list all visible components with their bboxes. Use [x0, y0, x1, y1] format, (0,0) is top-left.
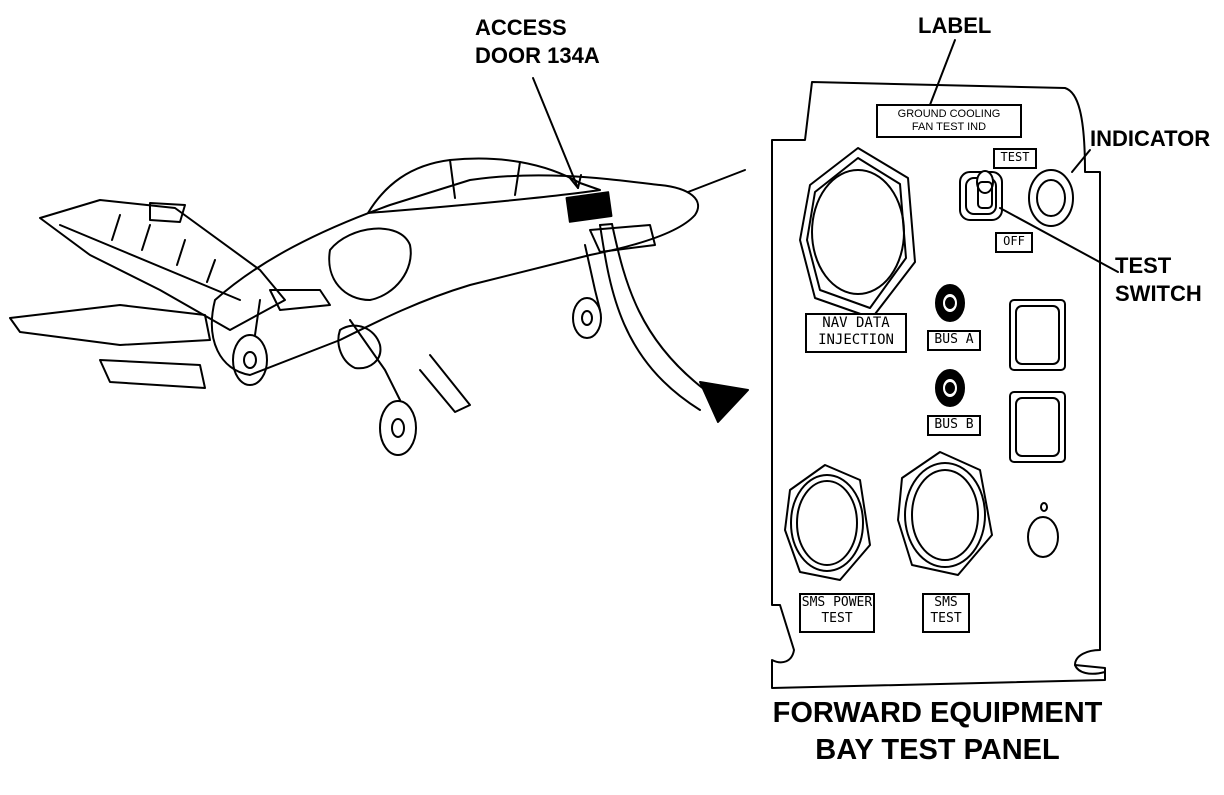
small-plug — [1027, 516, 1059, 558]
test-switch-callout: TEST SWITCH — [1115, 253, 1202, 306]
test-switch-leader-line — [999, 207, 1119, 273]
aircraft-nose-probe — [687, 169, 746, 193]
bus-b-label: BUS B — [927, 415, 981, 436]
panel-caption: FORWARD EQUIPMENT BAY TEST PANEL — [772, 697, 1103, 766]
access-door-callout: ACCESS DOOR 134A — [475, 15, 600, 68]
test-panel-outline — [771, 81, 1106, 689]
upper-square-module — [1009, 299, 1066, 371]
nav-data-connector — [799, 147, 916, 319]
bus-b-jack — [935, 369, 965, 407]
aircraft-drawing — [9, 157, 746, 456]
switch-off-position-label: OFF — [995, 232, 1033, 253]
aircraft-wing — [39, 199, 286, 331]
label-callout: LABEL — [918, 13, 992, 38]
sms-test-label: SMS TEST — [922, 593, 970, 633]
indicator-leader-line — [1071, 149, 1091, 173]
aircraft-access-door — [565, 191, 613, 223]
sms-test-connector — [897, 451, 993, 576]
aircraft-tail — [9, 304, 211, 346]
label-leader-line — [927, 39, 956, 111]
aircraft-main-gear — [349, 319, 401, 401]
sms-power-test-label: SMS POWER TEST — [799, 593, 875, 633]
access-door-leader-line — [532, 77, 579, 189]
lower-square-module — [1009, 391, 1066, 463]
aircraft-canopy — [367, 157, 601, 214]
switch-test-position-label: TEST — [993, 148, 1037, 169]
indicator-callout: INDICATOR — [1090, 126, 1211, 151]
bus-a-jack — [935, 284, 965, 322]
ground-cooling-label-plate: GROUND COOLING FAN TEST IND — [876, 104, 1022, 138]
door-to-panel-arrow — [599, 224, 701, 411]
nav-data-injection-label: NAV DATA INJECTION — [805, 313, 907, 353]
aircraft-nose-gear — [584, 244, 601, 311]
indicator-lamp — [1028, 169, 1074, 227]
door-to-panel-arrowhead — [699, 381, 749, 423]
sms-power-connector — [784, 464, 871, 581]
bus-a-label: BUS A — [927, 330, 981, 351]
test-toggle-switch — [959, 170, 1003, 221]
small-screw — [1040, 502, 1048, 512]
